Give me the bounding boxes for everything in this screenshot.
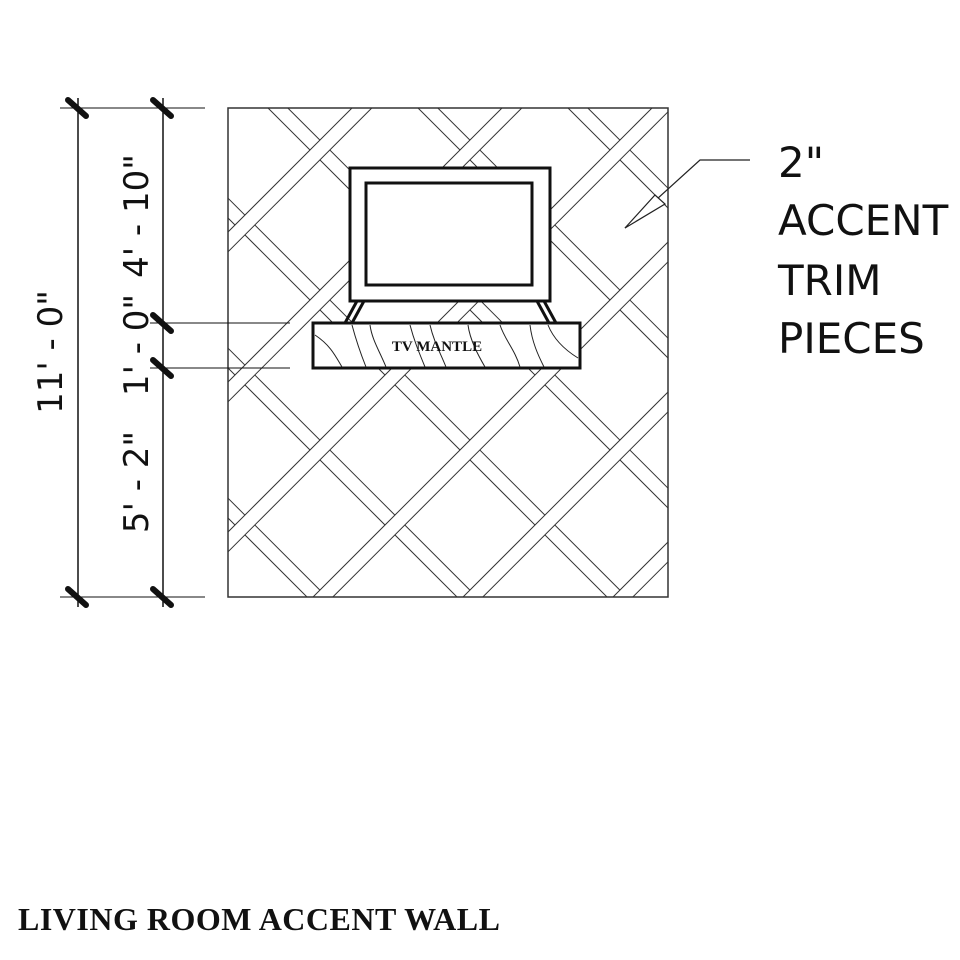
leader-arrow-icon (624, 159, 750, 229)
note-line: TRIM (777, 256, 881, 305)
dimension-lines (60, 97, 290, 608)
wall-outline (227, 107, 669, 598)
wood-grain (314, 324, 579, 368)
tv-mantle: TV MANTLE (311, 321, 582, 370)
tv (343, 166, 558, 324)
dimension-ticks (65, 97, 174, 608)
note-line: PIECES (778, 314, 925, 363)
dimension-overall: 11' - 0" (31, 290, 71, 414)
trim-piece (227, 496, 329, 598)
note-line: 2" (778, 138, 824, 187)
drawing-title: LIVING ROOM ACCENT WALL (18, 901, 500, 937)
mantle-label: TV MANTLE (392, 339, 482, 355)
mantle-shelf (311, 321, 582, 370)
tv-screen (364, 181, 534, 287)
dimension-upper: 4' - 10" (117, 154, 157, 278)
dimension-mantle: 1' - 0" (117, 294, 157, 396)
dimension-lower: 5' - 2" (117, 431, 157, 533)
tv-stand-legs (343, 300, 558, 324)
accent-trim-note: 2" ACCENT TRIM PIECES (777, 138, 949, 363)
note-line: ACCENT (778, 196, 949, 245)
trim-piece (611, 540, 669, 598)
